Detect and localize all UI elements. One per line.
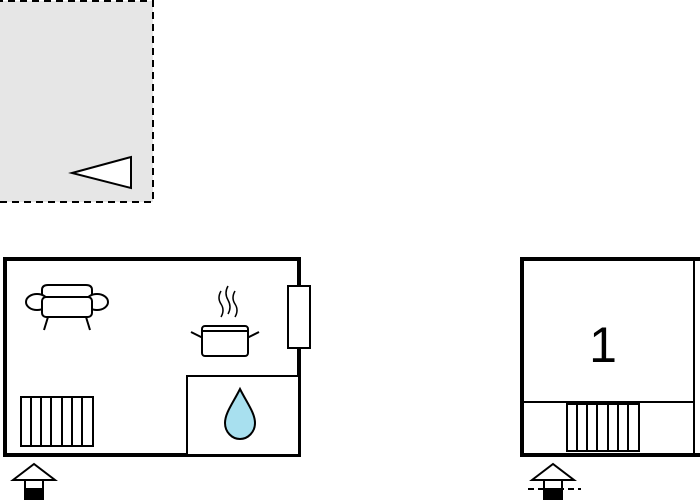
bedroom-1: 1 (520, 257, 700, 457)
living-room (3, 257, 311, 457)
sofa-icon (25, 284, 109, 331)
entrance-arrow-icon (528, 462, 581, 500)
radiator-icon (20, 396, 94, 447)
water-drop-icon (223, 386, 257, 441)
room-number: 1 (589, 317, 617, 373)
view-direction-icon (68, 155, 132, 190)
cooking-pot-icon (190, 325, 260, 357)
steam-icon (218, 285, 238, 318)
window (287, 285, 311, 349)
entrance-arrow-icon (10, 462, 58, 500)
radiator-icon (566, 403, 640, 452)
terrace (0, 0, 154, 203)
